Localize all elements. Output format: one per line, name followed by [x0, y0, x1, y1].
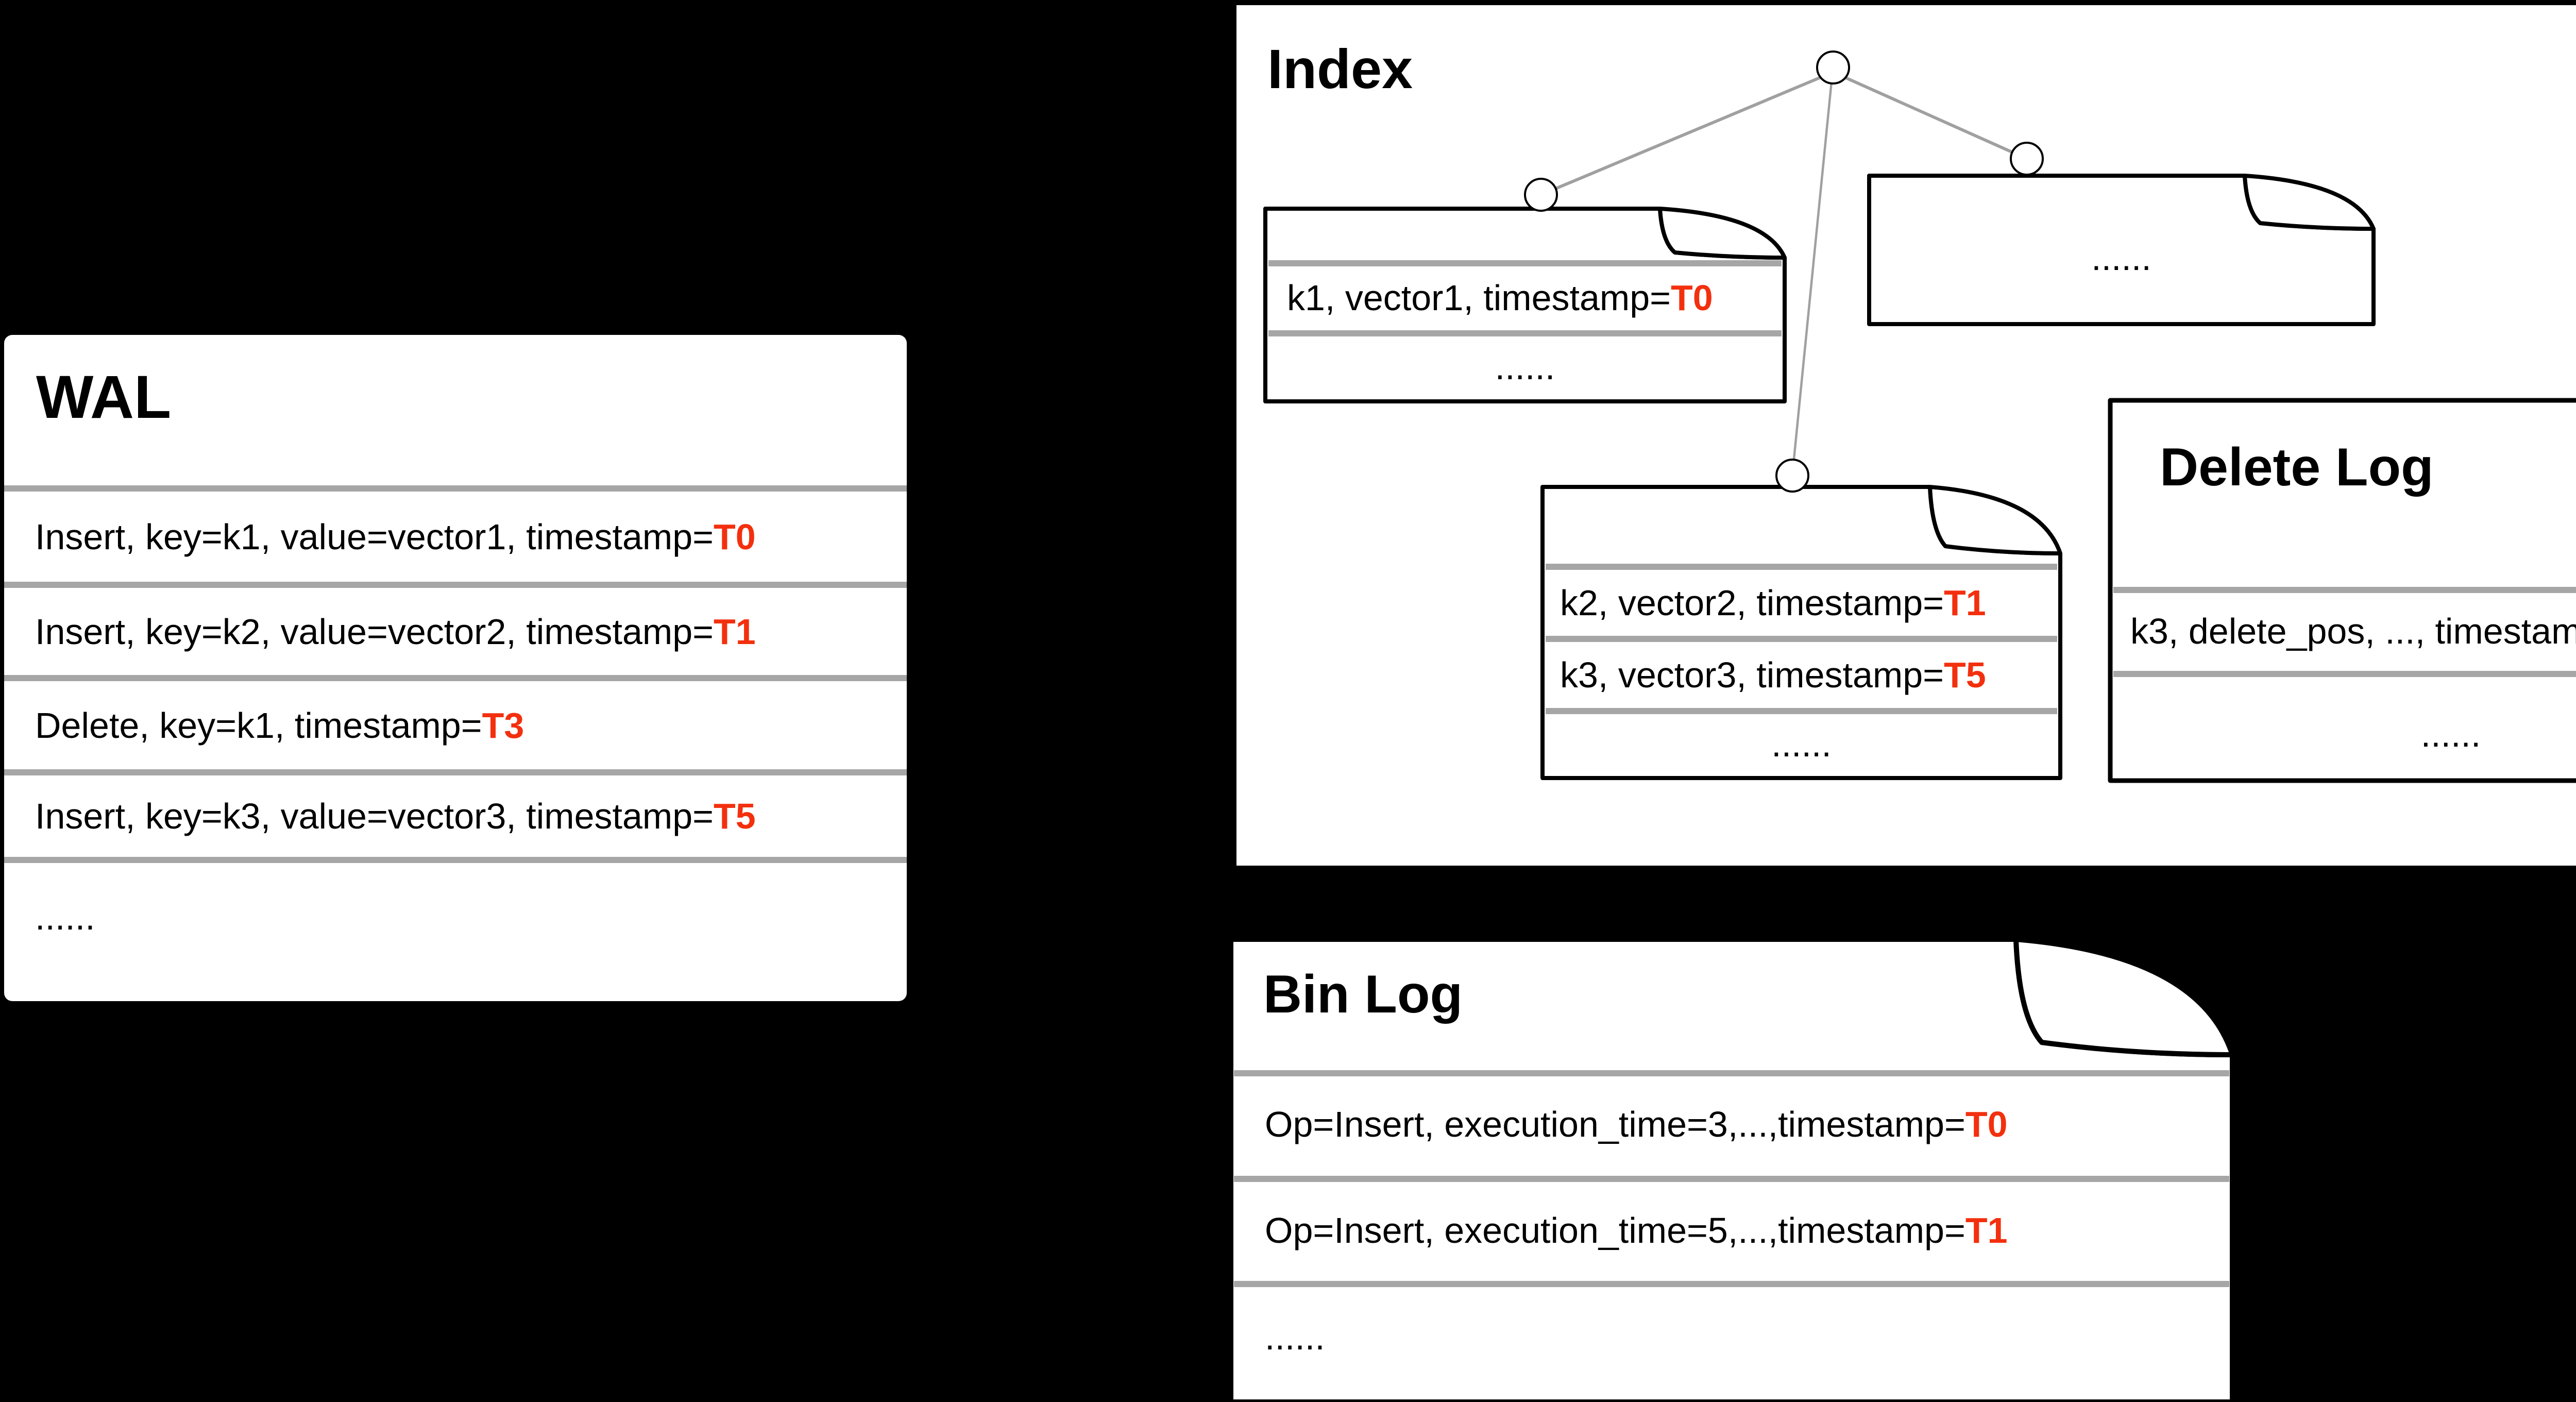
index-middle-doc-fold-icon — [1928, 485, 2062, 555]
tree-edge-root-left — [1540, 71, 1834, 196]
wal-row-5: ...... — [4, 857, 907, 1001]
index-middle-doc-row-2: k3, vector3, timestamp=T5 — [1560, 654, 1986, 696]
wal-row-2-text: Insert, key=k2, value=vector2, timestamp… — [35, 611, 714, 652]
index-left-doc-divider-2 — [1268, 330, 1782, 336]
bin-log-row-1-text: Op=Insert, execution_time=3,...,timestam… — [1265, 1104, 1965, 1144]
index-middle-doc-row-1: k2, vector2, timestamp=T1 — [1560, 582, 1986, 623]
index-middle-doc-dots: ...... — [1771, 724, 1832, 764]
delete-log-dots: ...... — [2420, 714, 2481, 754]
delete-log-divider-1 — [2113, 587, 2576, 593]
bin-log-title: Bin Log — [1263, 965, 1463, 1024]
index-middle-doc-row-2-text: k3, vector3, timestamp= — [1560, 655, 1944, 695]
bin-log-divider-2 — [1234, 1176, 2229, 1182]
bin-log-divider-1 — [1234, 1070, 2229, 1076]
wal-row-3: Delete, key=k1, timestamp=T3 — [4, 675, 907, 769]
index-left-doc-row-1: k1, vector1, timestamp=T0 — [1287, 277, 1713, 318]
tree-middle-node-icon — [1775, 459, 1809, 493]
bin-log-row-2-text: Op=Insert, execution_time=5,...,timestam… — [1265, 1210, 1965, 1251]
delete-log-row-1-text: k3, delete_pos, ..., timestamp= — [2130, 611, 2576, 651]
delete-log-row-2: ...... — [2113, 714, 2576, 755]
bin-log-row-1: Op=Insert, execution_time=3,...,timestam… — [1265, 1104, 2008, 1145]
index-middle-doc-row-3: ...... — [1546, 723, 2057, 765]
index-middle-doc-divider-3 — [1546, 708, 2057, 714]
bin-log-row-1-timestamp: T0 — [1965, 1104, 2008, 1144]
index-right-doc-dots: ...... — [2091, 238, 2151, 278]
wal-row-2-timestamp: T1 — [714, 611, 756, 652]
index-left-doc-dots: ...... — [1495, 347, 1555, 387]
tree-root-node-icon — [1816, 50, 1850, 85]
wal-title: WAL — [36, 363, 172, 431]
index-title: Index — [1267, 38, 1413, 100]
wal-box: WAL Insert, key=k1, value=vector1, times… — [4, 335, 907, 1001]
wal-row-1-timestamp: T0 — [714, 516, 756, 557]
wal-row-3-timestamp: T3 — [482, 705, 524, 746]
wal-row-2: Insert, key=k2, value=vector2, timestamp… — [4, 582, 907, 675]
bin-log-row-3: ...... — [1265, 1316, 1325, 1358]
bin-log-doc-fold-icon — [2013, 937, 2235, 1057]
tree-left-node-icon — [1524, 178, 1558, 212]
index-left-doc-row-1-text: k1, vector1, timestamp= — [1287, 278, 1671, 318]
wal-row-1: Insert, key=k1, value=vector1, timestamp… — [4, 485, 907, 582]
tree-edge-root-right — [1832, 71, 2028, 160]
index-right-doc-fold-icon — [2243, 174, 2376, 231]
wal-header: WAL — [4, 335, 907, 485]
index-left-doc-divider-1 — [1268, 260, 1782, 266]
index-middle-doc-row-1-text: k2, vector2, timestamp= — [1560, 583, 1944, 623]
index-middle-doc-row-1-timestamp: T1 — [1944, 583, 1986, 623]
delete-log-title: Delete Log — [2160, 437, 2434, 497]
wal-row-4: Insert, key=k3, value=vector3, timestamp… — [4, 769, 907, 857]
wal-row-4-text: Insert, key=k3, value=vector3, timestamp… — [35, 796, 714, 836]
index-left-doc-row-1-timestamp: T0 — [1671, 278, 1713, 318]
index-right-doc-row-1: ...... — [1872, 237, 2370, 278]
index-middle-doc-divider-1 — [1546, 564, 2057, 570]
bin-log-dots: ...... — [1265, 1317, 1325, 1357]
bin-log-row-2: Op=Insert, execution_time=5,...,timestam… — [1265, 1210, 2008, 1251]
index-middle-doc-row-2-timestamp: T5 — [1944, 655, 1986, 695]
index-middle-doc-divider-2 — [1546, 636, 2057, 642]
tree-right-node-icon — [2010, 142, 2044, 176]
wal-row-3-text: Delete, key=k1, timestamp= — [35, 705, 482, 746]
index-left-doc-fold-icon — [1658, 207, 1787, 260]
delete-log-row-1: k3, delete_pos, ..., timestamp=T3 — [2130, 611, 2576, 652]
index-left-doc-row-2: ...... — [1268, 346, 1782, 387]
bin-log-divider-3 — [1234, 1281, 2229, 1287]
bin-log-row-2-timestamp: T1 — [1965, 1210, 2008, 1251]
wal-row-1-text: Insert, key=k1, value=vector1, timestamp… — [35, 516, 714, 557]
tree-edge-root-middle — [1791, 76, 1834, 475]
wal-row-5-text: ...... — [35, 897, 95, 937]
delete-log-divider-2 — [2113, 671, 2576, 677]
wal-row-4-timestamp: T5 — [714, 796, 756, 836]
